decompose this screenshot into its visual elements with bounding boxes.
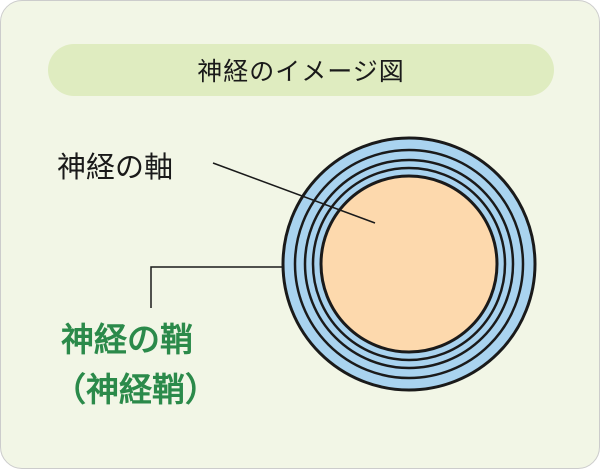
sheath-label-line1: 神経の鞘 <box>61 320 193 359</box>
sheath-label: 神経の鞘 （神経鞘） <box>53 315 218 415</box>
diagram-title: 神経のイメージ図 <box>48 44 554 96</box>
axon-core <box>319 174 499 354</box>
sheath-leader-line <box>150 266 284 308</box>
axon-label: 神経の軸 <box>57 150 174 184</box>
sheath-label-line2: （神経鞘） <box>53 370 218 409</box>
axon-leader-line <box>212 162 376 224</box>
